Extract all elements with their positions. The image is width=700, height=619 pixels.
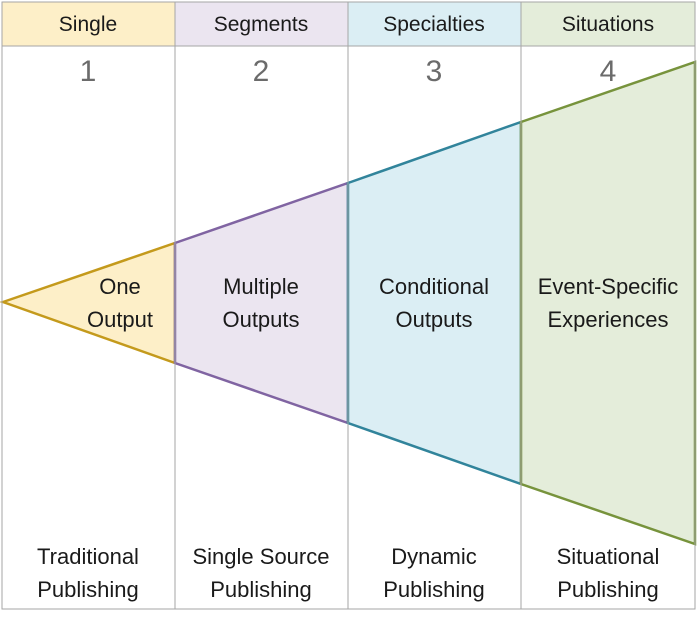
footer-label-4-line1: Situational (557, 544, 660, 569)
footer-label-3-line2: Publishing (383, 577, 485, 602)
footer-label-1-line1: Traditional (37, 544, 139, 569)
funnel-segment-4 (519, 60, 697, 546)
segment-label-1-line2: Output (87, 307, 153, 332)
segment-label-1-line1: One (99, 274, 141, 299)
segment-label-3-line1: Conditional (379, 274, 489, 299)
header-cell-3 (348, 2, 521, 46)
footer-label-2-line2: Publishing (210, 577, 312, 602)
footer-label-2-line1: Single Source (193, 544, 330, 569)
segment-label-4-line2: Experiences (547, 307, 668, 332)
footer-label-3-line1: Dynamic (391, 544, 477, 569)
header-label-specialties: Specialties (383, 13, 485, 36)
funnel-segment-3 (346, 120, 523, 486)
footer-label-4-line2: Publishing (557, 577, 659, 602)
header-label-situations: Situations (562, 13, 654, 36)
header-cell-2 (175, 2, 348, 46)
grid-lines (1, 1, 696, 610)
header-label-single: Single (59, 13, 117, 36)
funnel-segment-1 (0, 241, 177, 365)
stage-number-1: 1 (80, 55, 97, 88)
segment-label-2-line2: Outputs (222, 307, 299, 332)
funnel-segment-2 (173, 181, 350, 425)
stage-number-4: 4 (600, 55, 617, 88)
segment-label-3-line2: Outputs (395, 307, 472, 332)
stage-number-2: 2 (253, 55, 270, 88)
header-cell-1 (2, 2, 175, 46)
segment-label-2-line1: Multiple (223, 274, 299, 299)
header-label-segments: Segments (214, 13, 309, 36)
footer-label-1-line2: Publishing (37, 577, 139, 602)
segment-label-4-line1: Event-Specific (538, 274, 679, 299)
header-cell-4 (521, 2, 695, 46)
stage-number-3: 3 (426, 55, 443, 88)
